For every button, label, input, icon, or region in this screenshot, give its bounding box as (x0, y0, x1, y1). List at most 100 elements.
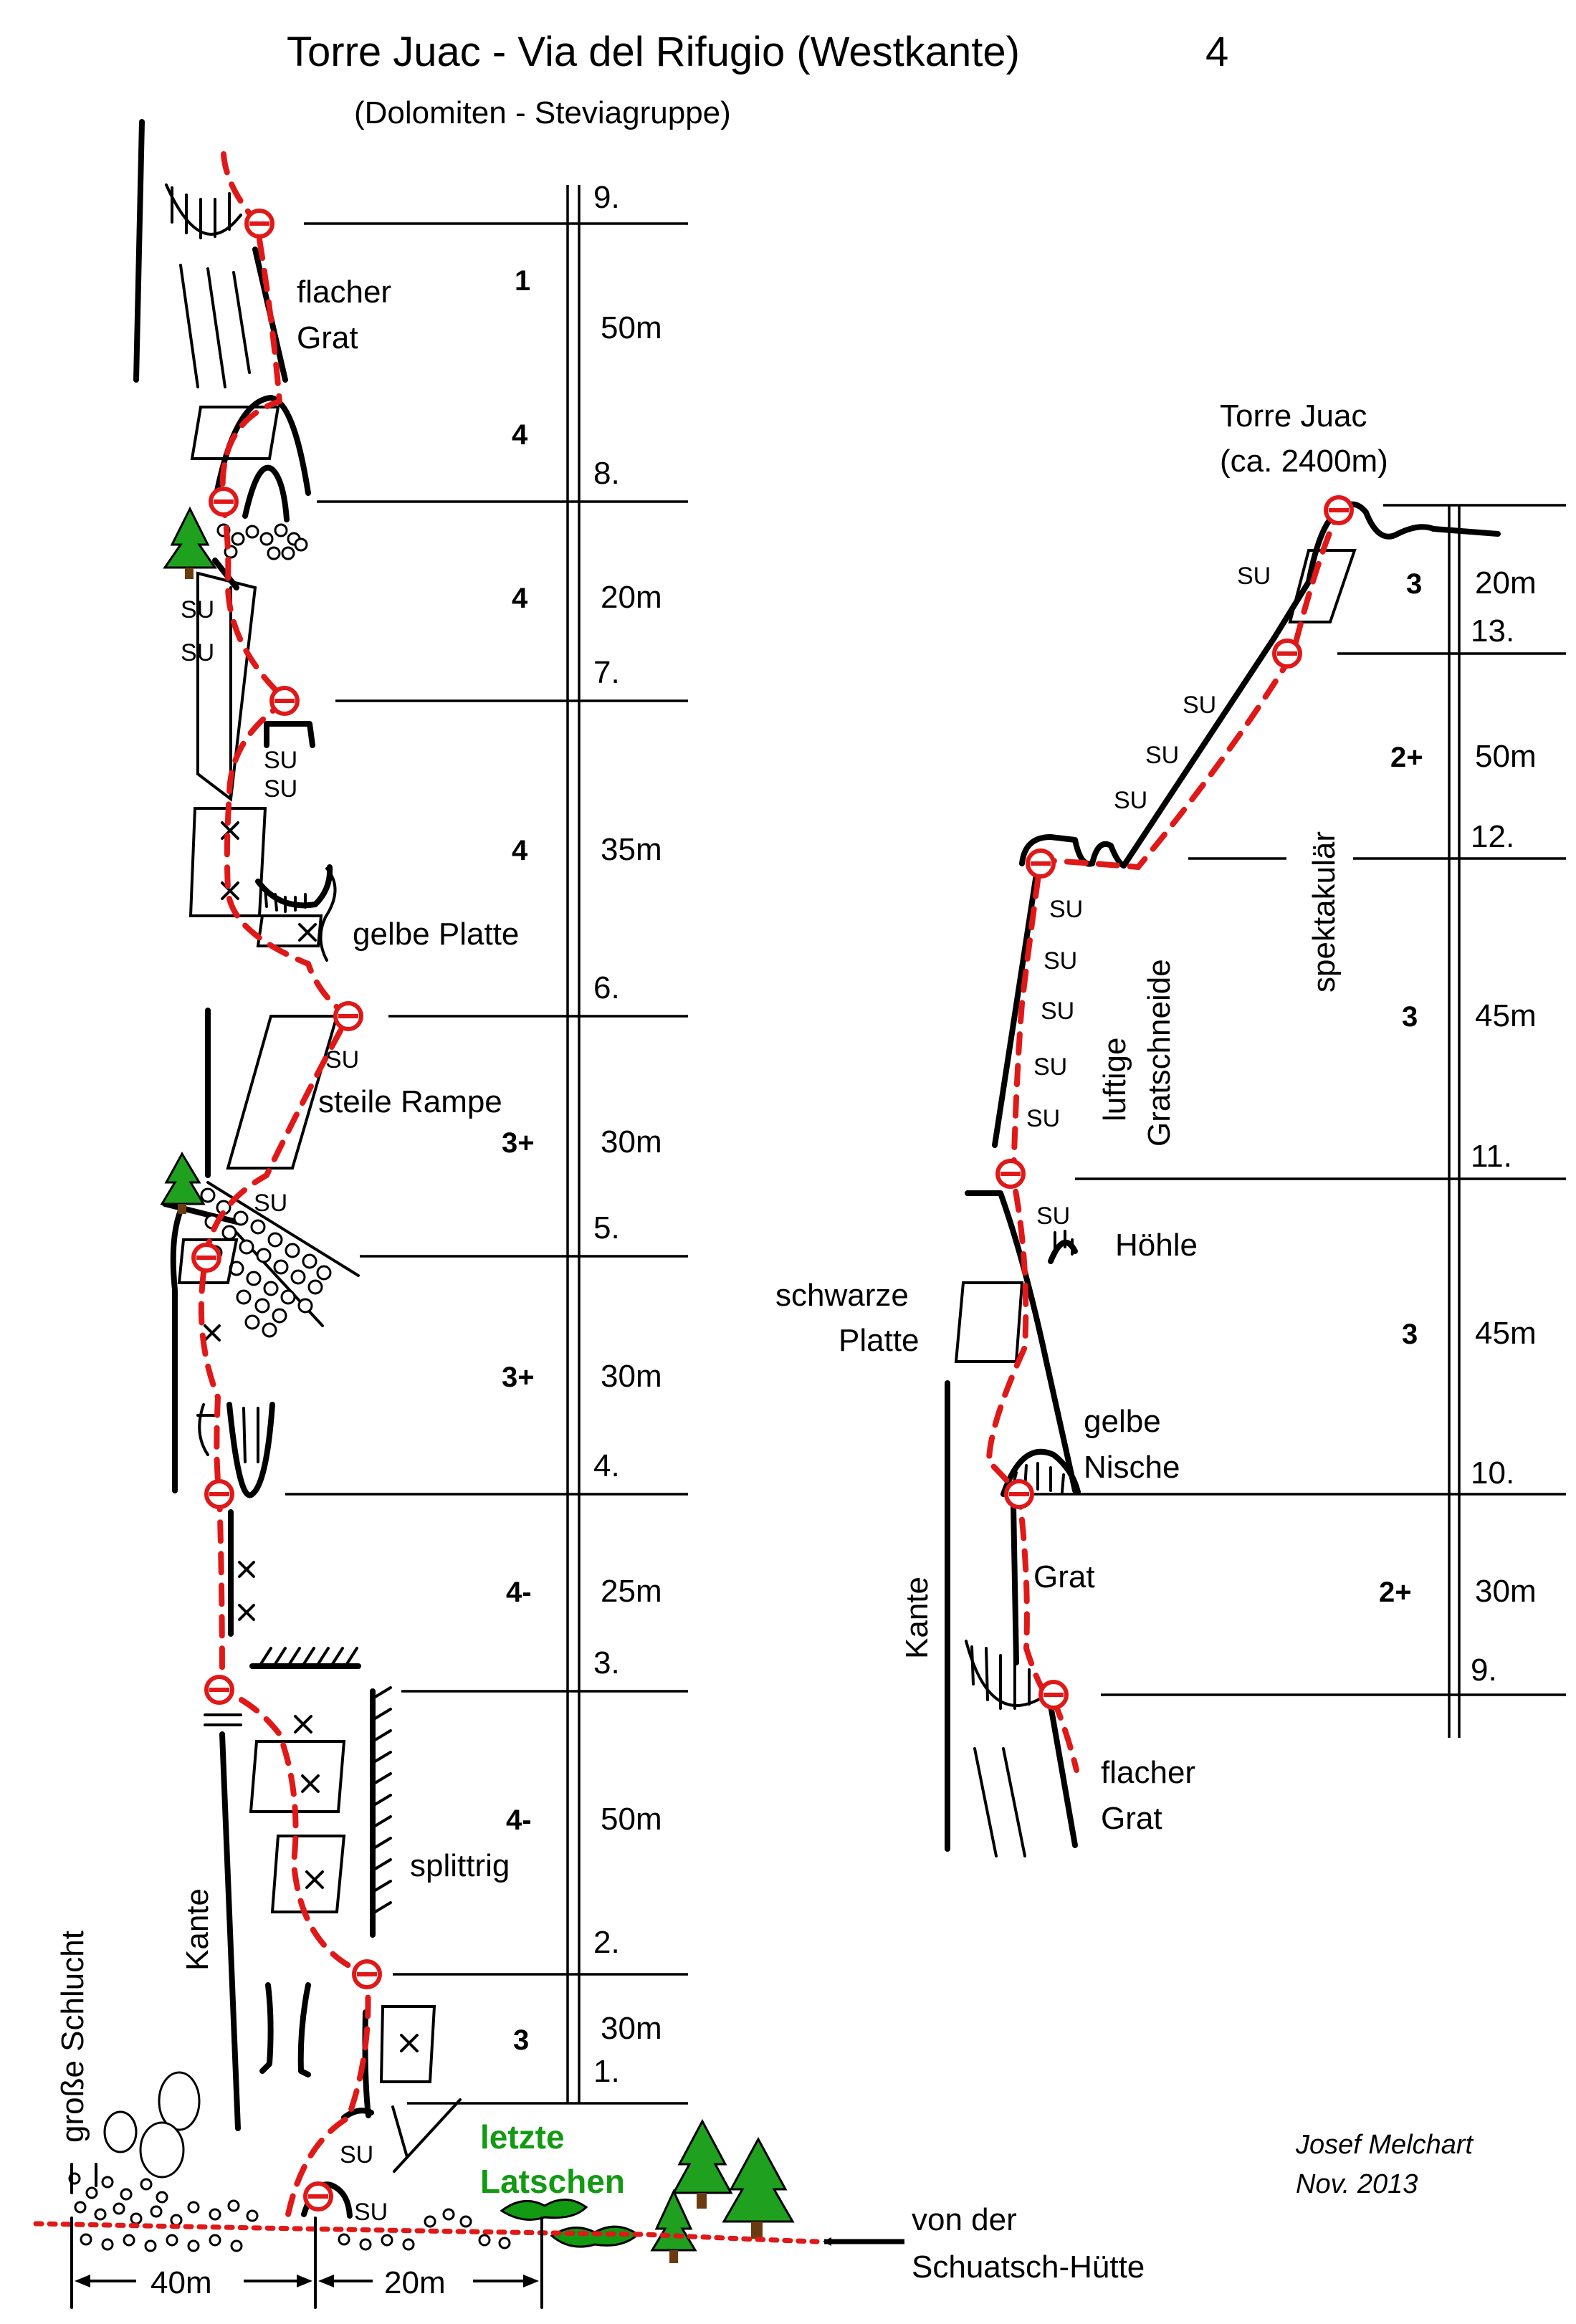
pitch-grade: 3 (1406, 568, 1422, 600)
belay-icon (204, 1675, 234, 1705)
label-luftige: luftige (1097, 1038, 1132, 1122)
right-pitch-labels: 9. 10. 2+ 30m 11. 3 45m 12. 3 45m 13. 2+… (1379, 565, 1537, 1688)
label-grat-right-2: Grat (1101, 1801, 1162, 1836)
bottom-scree (68, 2071, 511, 2252)
summit-altitude: (ca. 2400m) (1220, 444, 1388, 479)
pitch-grade: 4- (506, 1577, 532, 1608)
stand-number: 7. (593, 655, 620, 690)
label-su: SU (1043, 947, 1077, 975)
label-su: SU (254, 1190, 287, 1217)
belay-icon (333, 1001, 363, 1031)
pitch-grade: 3 (1402, 1319, 1418, 1350)
label-su: SU (1026, 1105, 1060, 1132)
belay-icon (1272, 639, 1302, 669)
stand-number: 8. (593, 456, 620, 491)
stand-number: 9. (593, 180, 620, 215)
label-kante-left: Kante (180, 1888, 215, 1971)
pitch-length: 30m (1475, 1574, 1537, 1609)
label-su: SU (1049, 896, 1083, 923)
pitch-length: 45m (1475, 998, 1537, 1033)
distance-markers (70, 2217, 543, 2309)
author-name: Josef Melchart (1295, 2130, 1474, 2160)
stand-number: 12. (1471, 819, 1514, 854)
label-su: SU (1114, 787, 1147, 814)
tree-icon (163, 506, 217, 579)
pitch-grade: 4 (512, 583, 528, 614)
pitch-grade: 4 (512, 419, 528, 451)
label-steile-rampe: steile Rampe (318, 1084, 502, 1119)
stand-number: 1. (593, 2054, 620, 2089)
pitch-grade: 3 (513, 2024, 529, 2056)
label-letzte: letzte (480, 2118, 565, 2156)
label-su: SU (181, 639, 214, 666)
label-grat: Grat (297, 320, 358, 355)
left-pitch-labels: 1. 3 30m 2. 4- 50m 3. 4- 25m 4. 3+ 30m 5… (502, 180, 662, 2089)
belay-icon (204, 1479, 234, 1509)
label-dist-40: 40m (151, 2265, 212, 2300)
label-su: SU (1183, 692, 1216, 719)
label-von-der: von der (912, 2202, 1017, 2237)
tree-icon (160, 1151, 206, 1214)
pitch-length: 35m (601, 832, 662, 867)
belay-icon (352, 1959, 382, 1989)
pitch-length: 20m (601, 580, 662, 615)
right-pitch-scale (1019, 504, 1566, 1738)
pitch-length: 50m (601, 1802, 662, 1837)
stand-number: 13. (1471, 613, 1514, 649)
label-dist-20: 20m (384, 2265, 446, 2300)
pitch-length: 45m (1475, 1316, 1537, 1351)
pitch-length: 20m (1475, 565, 1537, 601)
label-spektakulaer: spektakulär (1307, 831, 1342, 993)
pitch-length: 25m (601, 1574, 662, 1609)
latschen-icon (500, 2199, 640, 2248)
title-grade: 4 (1205, 29, 1228, 75)
pitch-length: 50m (601, 310, 662, 345)
label-gelbe: gelbe (1084, 1404, 1161, 1439)
belay-icon (1324, 495, 1354, 525)
belay-icon (995, 1159, 1026, 1189)
label-su: SU (1033, 1053, 1067, 1081)
stand-number: 2. (593, 1925, 620, 1960)
pitch-grade: 4- (506, 1804, 532, 1836)
scree-pebbles (216, 523, 308, 560)
stand-number: 4. (593, 1448, 620, 1483)
stand-number: 6. (593, 970, 620, 1005)
stand-number: 3. (593, 1645, 620, 1680)
left-pitch-scale (285, 185, 688, 2105)
pitch-length: 30m (601, 2011, 662, 2046)
pitch-grade: 2+ (1390, 742, 1423, 773)
label-schwarze: schwarze (775, 1278, 909, 1313)
pitch-length: 50m (1475, 739, 1537, 774)
belay-icon (1026, 848, 1056, 879)
belay-icon (1038, 1680, 1069, 1710)
label-su: SU (340, 2141, 373, 2168)
label-platte: Platte (839, 1323, 920, 1358)
tree-icon (722, 2136, 795, 2239)
label-su: SU (1237, 563, 1271, 590)
label-flacher: flacher (297, 274, 391, 310)
pitch-length: 30m (601, 1124, 662, 1159)
summit-name: Torre Juac (1220, 398, 1367, 434)
stand-number: 11. (1471, 1139, 1512, 1174)
subtitle-region: (Dolomiten - Steviagruppe) (354, 95, 731, 130)
label-su: SU (1041, 998, 1074, 1025)
approach-path (33, 2221, 820, 2244)
label-su: SU (325, 1046, 359, 1073)
label-grosse-schlucht: große Schlucht (55, 1931, 90, 2143)
tree-icon (650, 2189, 697, 2263)
stand-number: 9. (1471, 1653, 1497, 1688)
title: Torre Juac - Via del Rifugio (Westkante) (287, 29, 1020, 75)
label-gratschneide: Gratschneide (1142, 959, 1177, 1147)
pitch-length: 30m (601, 1359, 662, 1394)
belay-icon (209, 487, 239, 517)
belay-icon (269, 686, 300, 716)
stand-number: 10. (1471, 1455, 1514, 1491)
label-su: SU (1036, 1202, 1070, 1230)
belay-icon (191, 1243, 221, 1273)
label-nische: Nische (1084, 1450, 1180, 1485)
label-splittrig: splittrig (410, 1848, 510, 1883)
pitch-grade: 3 (1402, 1001, 1418, 1033)
label-latschen: Latschen (480, 2163, 625, 2200)
label-su: SU (264, 775, 297, 803)
